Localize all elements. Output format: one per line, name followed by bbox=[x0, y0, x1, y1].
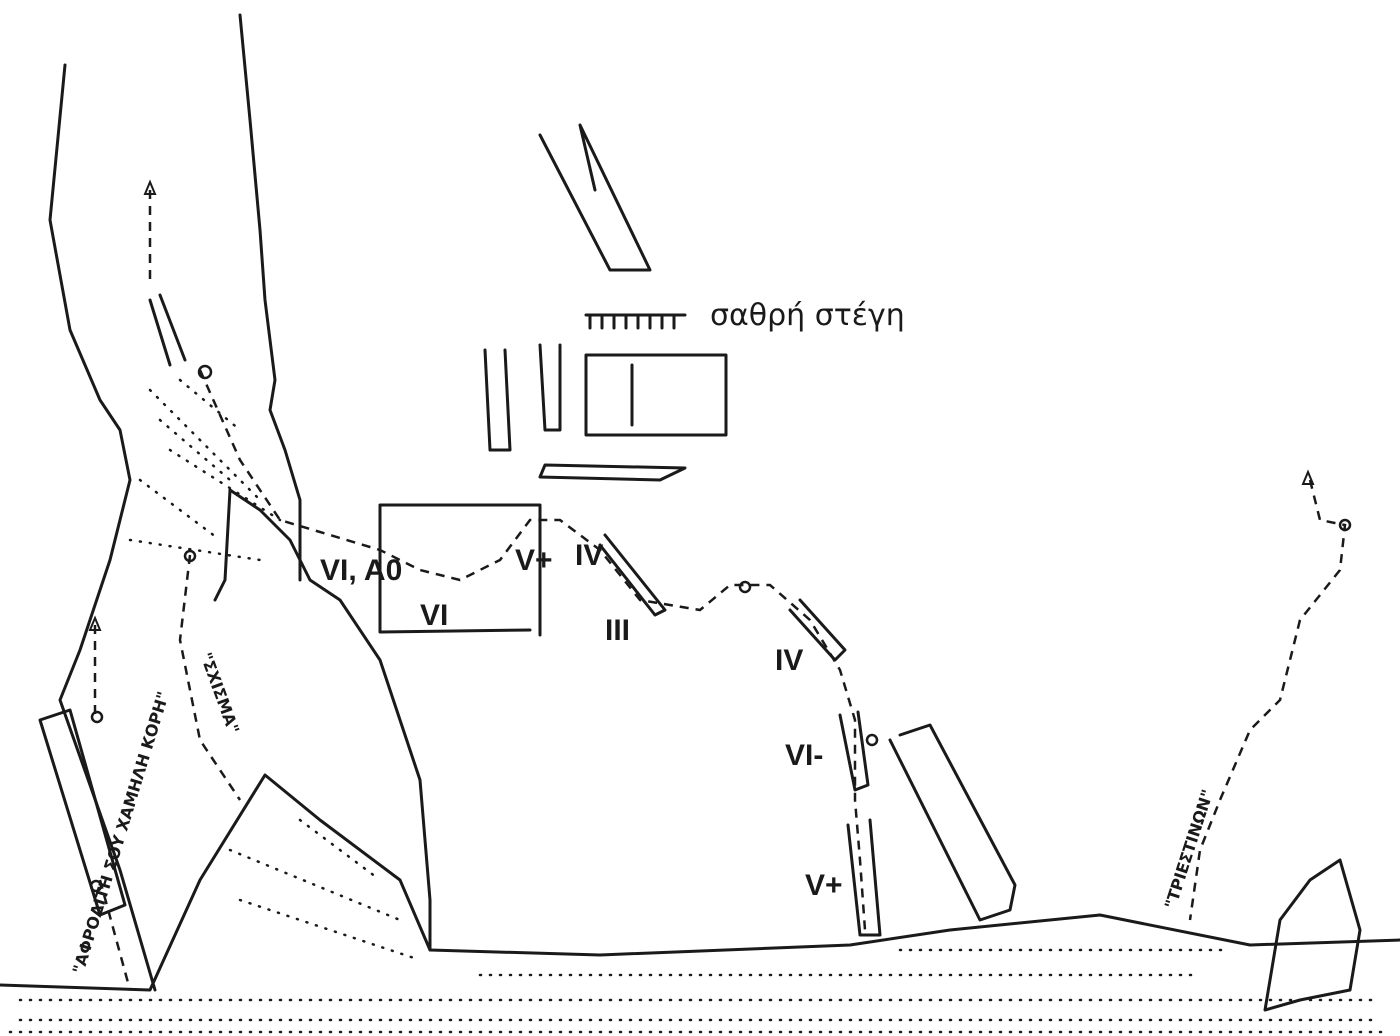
grade-label: VI- bbox=[785, 739, 823, 772]
left-pillar-left-edge bbox=[48, 63, 157, 992]
overhang-box bbox=[378, 503, 542, 637]
grade-label: III bbox=[605, 614, 630, 647]
grade-label: VI bbox=[420, 599, 448, 632]
ground-line bbox=[0, 773, 1400, 992]
central-buttress bbox=[228, 488, 432, 952]
route-crack bbox=[178, 554, 242, 801]
route-right bbox=[1188, 479, 1347, 921]
route-name-left: "ΑΦΡΟΔΙΤΗ ΣΟΥ ΧΑΜΗΛΗ ΚΟΡΗ" bbox=[69, 689, 173, 976]
grade-label: V+ bbox=[515, 544, 553, 577]
buttress-left bbox=[213, 488, 232, 602]
route-name-right: "ΤΡΙΕΣΤΙΝΩΝ" bbox=[1161, 787, 1218, 911]
corner-left-1 bbox=[483, 348, 512, 452]
dihedral-top bbox=[538, 123, 652, 272]
route-left-lower bbox=[93, 625, 132, 991]
corner-left-2 bbox=[538, 343, 562, 432]
roof-hatch bbox=[584, 313, 687, 427]
left-pillar-right-edge bbox=[238, 13, 302, 582]
scree-dots bbox=[128, 378, 282, 562]
belay-icons bbox=[89, 364, 1352, 893]
ground-texture bbox=[8, 818, 1392, 1034]
ramp-III bbox=[598, 533, 667, 617]
dihedral-upper-left bbox=[148, 293, 187, 367]
arrow-icon bbox=[88, 179, 1315, 631]
big-dihedral bbox=[888, 723, 1017, 922]
route-name-crack: "ΣΧΙΣΜΑ" bbox=[196, 650, 243, 736]
pinnacle-right bbox=[1263, 858, 1362, 1012]
roof-box bbox=[584, 353, 728, 437]
grade-label: V+ bbox=[805, 869, 843, 902]
grade-label: IV bbox=[775, 644, 803, 677]
ledge bbox=[538, 463, 687, 482]
corner-VI-minus bbox=[838, 710, 870, 792]
ramp-IV bbox=[788, 598, 847, 662]
roof-label: σαθρή στέγη bbox=[710, 298, 905, 333]
route-main bbox=[198, 369, 867, 931]
grade-label: IV bbox=[575, 539, 603, 572]
grade-label: VI, A0 bbox=[320, 554, 402, 587]
corner-V-plus bbox=[846, 818, 882, 937]
dihedral-lower-left bbox=[38, 708, 127, 917]
